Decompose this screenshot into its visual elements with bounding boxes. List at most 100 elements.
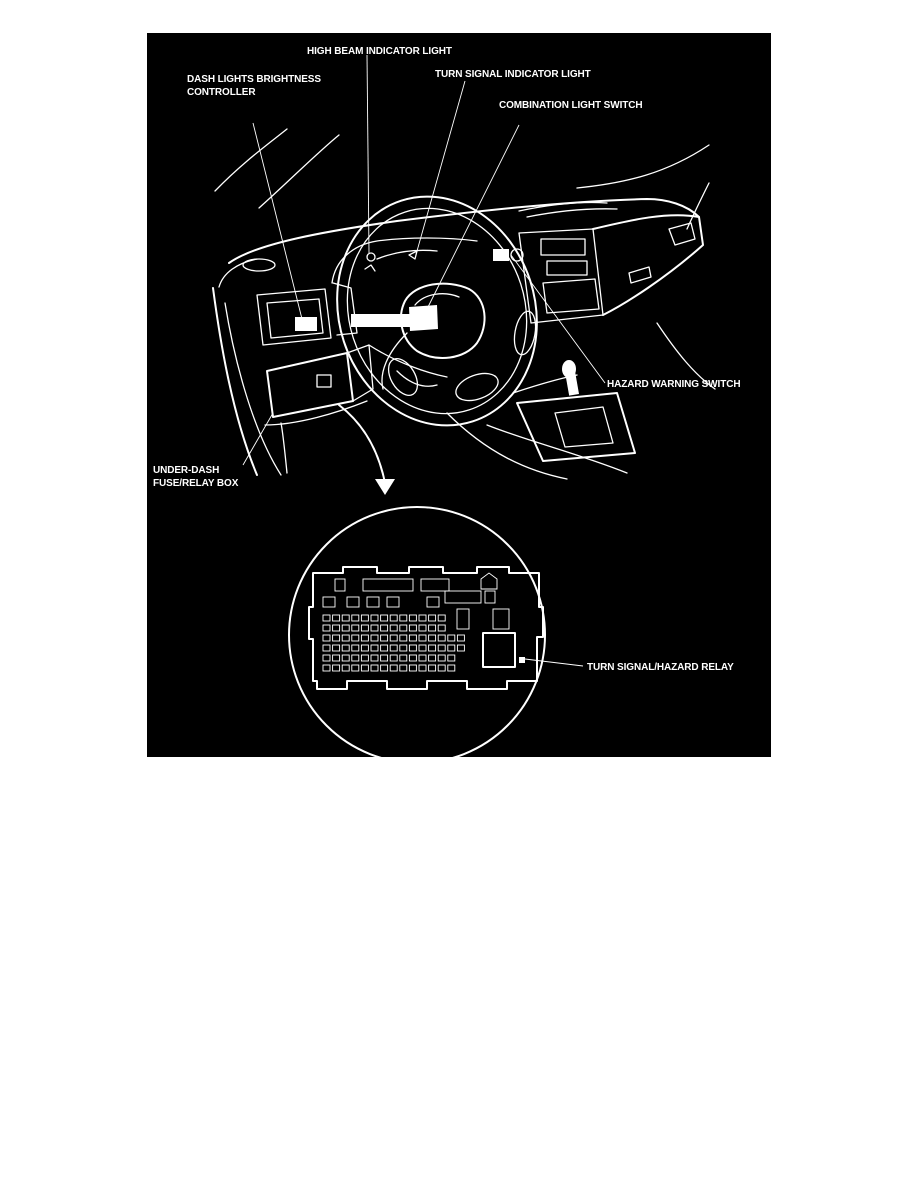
fuse-cell <box>351 614 360 622</box>
label-high-beam: HIGH BEAM INDICATOR LIGHT <box>307 46 452 57</box>
fuse-cell <box>351 634 360 642</box>
console-gate <box>554 406 614 448</box>
left-vent <box>242 258 276 272</box>
leader-lines <box>242 54 606 667</box>
fuse-cell <box>456 644 465 652</box>
label-underdash-line2: FUSE/RELAY BOX <box>153 478 239 489</box>
right-vent <box>668 222 696 246</box>
fuse-cell <box>447 654 456 662</box>
fuse-cell <box>399 654 408 662</box>
passenger-door-line <box>656 322 716 390</box>
fuse-cell <box>389 654 398 662</box>
lower-left-line <box>280 422 288 474</box>
right-windshield-line <box>576 144 710 189</box>
fuse-cell <box>380 634 389 642</box>
fuse-slot-mid <box>484 590 496 604</box>
fuse-cell <box>332 654 341 662</box>
fuse-cell <box>341 644 350 652</box>
fuse-cell <box>380 654 389 662</box>
relay-connector-top-a <box>362 578 414 592</box>
fuse-grid <box>322 614 465 672</box>
lower-dash-under-wheel <box>368 344 448 378</box>
fuse-cell <box>437 614 446 622</box>
combination-switch-body <box>409 305 438 331</box>
fuse-cell <box>332 664 341 672</box>
turn-signal-hazard-relay <box>482 632 516 668</box>
leader-turn-signal <box>416 80 466 252</box>
fuse-cell <box>389 614 398 622</box>
fuse-tab-4 <box>386 596 400 608</box>
high-beam-arrow-icon <box>364 264 376 272</box>
center-stack-slot <box>546 260 588 276</box>
fuse-cell <box>341 614 350 622</box>
fuse-cell <box>370 654 379 662</box>
fuse-cell <box>418 644 427 652</box>
leader-relay <box>524 658 584 667</box>
fuse-box-connector <box>316 374 332 388</box>
dashboard-illustration <box>212 128 716 480</box>
left-pillar-line <box>214 128 288 192</box>
fuse-cell <box>418 654 427 662</box>
zoom-connector-line <box>338 404 386 484</box>
steering-wheel-rim-inner <box>346 207 528 415</box>
turn-signal-arrow-icon <box>408 250 418 260</box>
fuse-cell <box>380 664 389 672</box>
leader-combination-switch <box>426 124 520 310</box>
label-underdash-line1: UNDER-DASH <box>153 465 219 476</box>
controller-panel-inner <box>266 298 324 339</box>
fuse-cell <box>360 644 369 652</box>
fuse-cell <box>428 614 437 622</box>
fuse-cell <box>332 644 341 652</box>
fuse-cell <box>360 614 369 622</box>
fuse-cell <box>380 624 389 632</box>
center-stack-radio <box>540 238 586 256</box>
fuse-cell <box>341 624 350 632</box>
fuse-cell <box>418 614 427 622</box>
left-windshield-line <box>258 134 340 209</box>
fuse-cell <box>437 624 446 632</box>
spoke-lower-left-b <box>396 370 438 387</box>
fuse-cell <box>399 664 408 672</box>
panel-side <box>332 282 358 336</box>
fuse-cell <box>360 654 369 662</box>
left-door-edge <box>224 302 282 476</box>
fuse-cell <box>351 624 360 632</box>
fuse-cell <box>389 634 398 642</box>
fuse-cell <box>370 634 379 642</box>
fuse-cell <box>370 624 379 632</box>
fuse-cell <box>437 664 446 672</box>
fuse-cell <box>399 634 408 642</box>
dash-top-edge <box>228 198 700 264</box>
fuse-cell <box>332 624 341 632</box>
fuse-cell <box>360 624 369 632</box>
fuse-cell <box>322 624 331 632</box>
fuse-cell <box>408 644 417 652</box>
fuse-cell <box>428 644 437 652</box>
shift-knob <box>562 360 576 378</box>
spoke-lower-left <box>381 332 408 390</box>
steering-hub <box>400 282 486 359</box>
console-side <box>486 424 628 474</box>
fuse-box-outline <box>308 566 544 690</box>
fuse-cell <box>399 644 408 652</box>
dashboard-diagram: HIGH BEAM INDICATOR LIGHT DASH LIGHTS BR… <box>147 33 771 757</box>
high-beam-indicator-icon <box>366 252 376 262</box>
fuse-cell <box>408 664 417 672</box>
fuse-cell <box>322 644 331 652</box>
fuse-cell <box>380 614 389 622</box>
leader-dash-lights <box>252 122 304 324</box>
fuse-cell <box>389 644 398 652</box>
floor-line <box>446 412 568 480</box>
fuse-cell <box>437 634 446 642</box>
wheel-cutout-bottom <box>455 372 499 402</box>
passenger-dash <box>592 214 704 316</box>
fuse-cell <box>437 644 446 652</box>
center-stack-climate <box>542 278 600 314</box>
fuse-cell <box>447 644 456 652</box>
label-dash-lights-line2: CONTROLLER <box>187 87 256 98</box>
fuse-cell <box>370 664 379 672</box>
fuse-tab-3 <box>366 596 380 608</box>
fuse-cell <box>370 614 379 622</box>
fuse-cell <box>428 654 437 662</box>
leader-hazard-switch <box>510 254 606 384</box>
